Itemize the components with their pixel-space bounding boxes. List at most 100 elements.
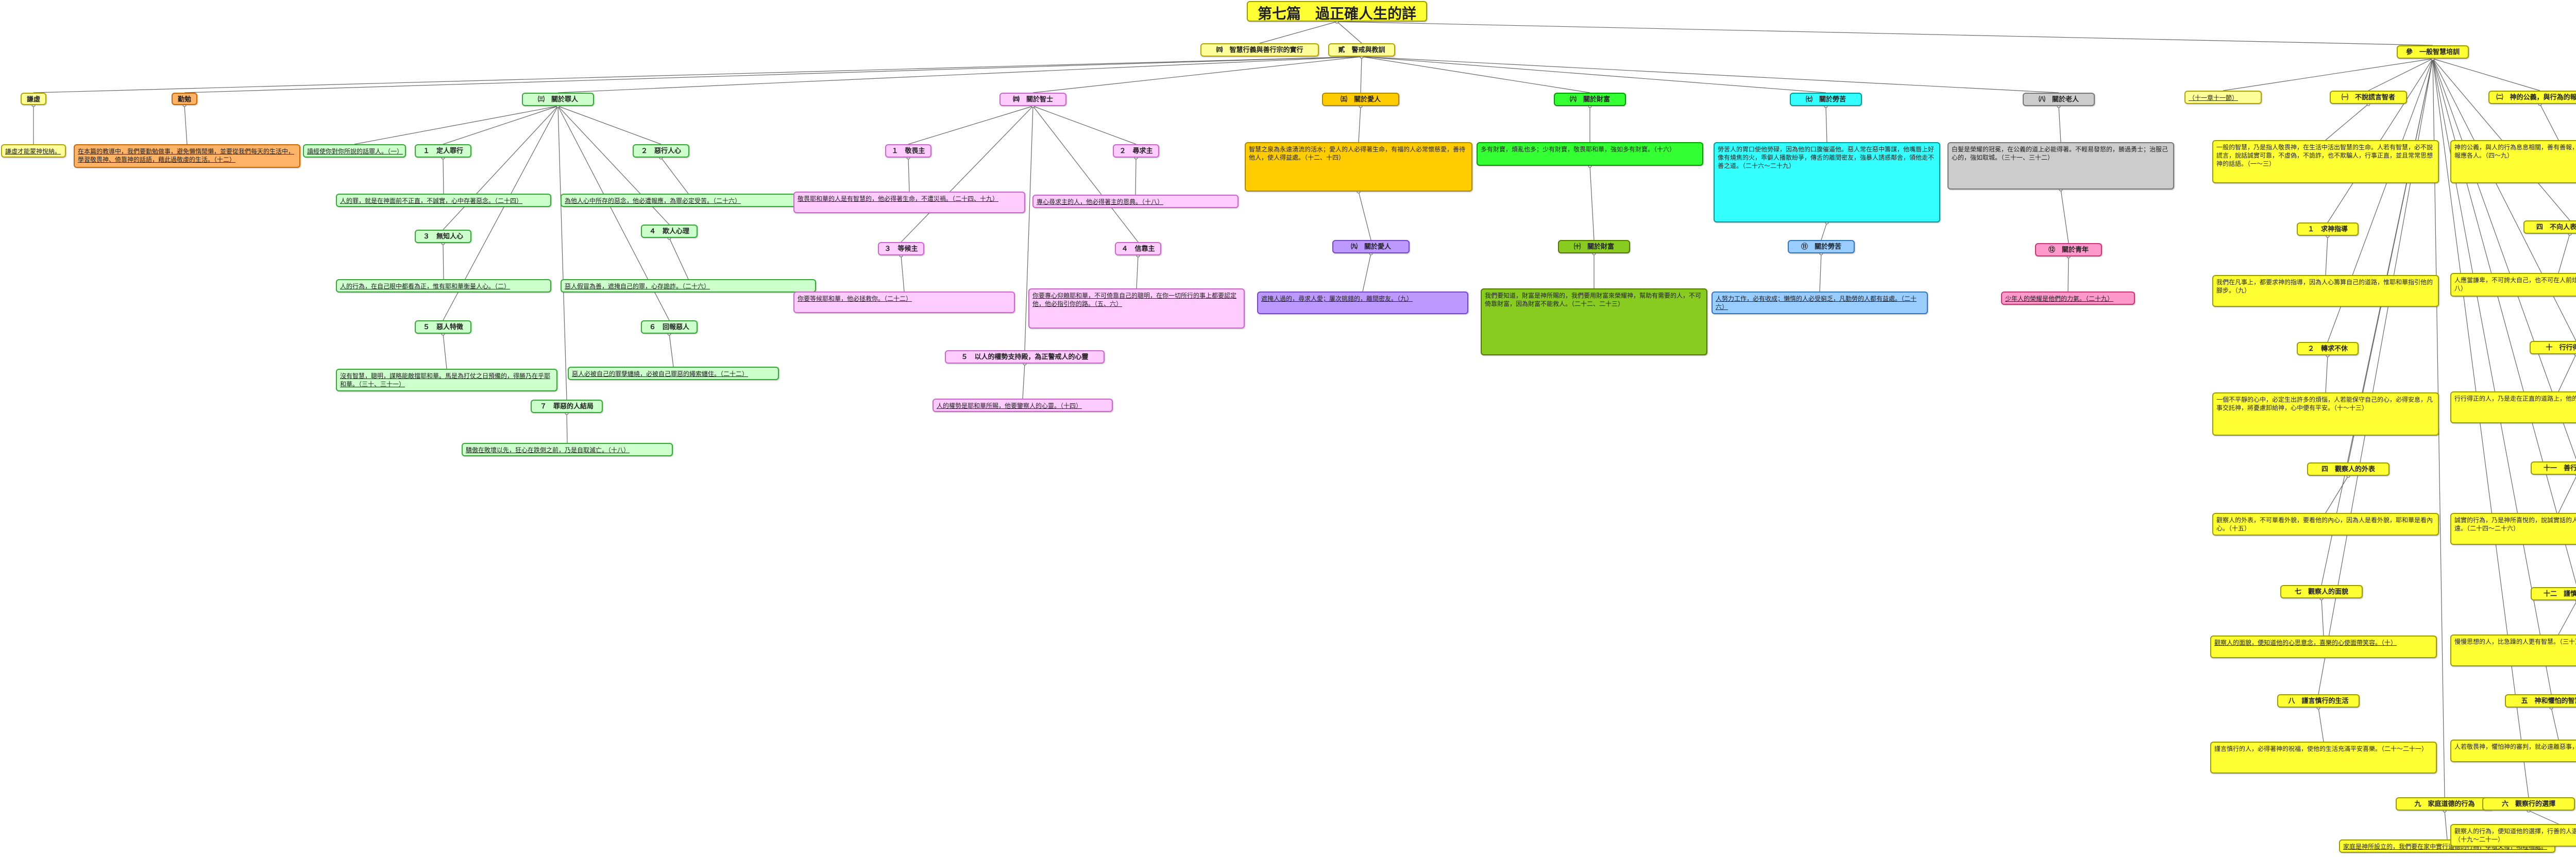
wise-1-head[interactable]: １ 敬畏主 — [885, 144, 931, 158]
section-wealth-10[interactable]: ㈩ 關於財富 — [1558, 240, 1630, 253]
connector-n_c4-n_c4_2 — [1032, 106, 1137, 145]
connector-r_b1-r_b1c — [2325, 235, 2328, 276]
section-wise[interactable]: ㈣ 關於智士 — [999, 93, 1066, 106]
connector-n_c4_4-n_c4_4c — [1136, 255, 1139, 289]
wise-4-text: 你要專心仰賴耶和華，不可倚靠自己的聰明，在你一切所行的事上都要認定他，他必指引你… — [1028, 288, 1245, 329]
right-b2-text: 人應當謙卑，不可誇大自己，也不可在人前炫耀，因為驕傲在敗壞以先。（十八） — [2450, 273, 2576, 297]
right-b3-head[interactable]: ２ 轉求不休 — [2297, 342, 2359, 355]
right-c1-text: 行行得正的人，乃是走在正直的道路上，他的腳步必不滑跌。（二十三） — [2450, 391, 2576, 423]
wise-5-text: 人的權勢是耶和華所賜，他要鑒察人的心靈。（十四） — [933, 399, 1113, 412]
connector-n_b5-n_c3 — [557, 56, 1362, 93]
connector-n_c3-n_c3_3 — [443, 106, 558, 230]
connector-n_c3_3-n_c3_3c — [443, 243, 444, 280]
right-b1-head[interactable]: １ 求神指導 — [2297, 222, 2359, 236]
sinners-6-head[interactable]: ６ 回報惡人 — [641, 320, 698, 334]
connector-title-n_b4 — [1259, 21, 1337, 44]
sinners-3-head[interactable]: ３ 無知人心 — [415, 230, 471, 243]
connector-r_c3-r_c3c — [2558, 602, 2576, 635]
humility-text: 謙虛才能蒙神悅納。（十一） — [1, 144, 66, 158]
right-b5-text: 觀察人的面貌，便知道他的心思意念，喜樂的心使面帶笑容。（十） — [2210, 636, 2437, 658]
right-c2-text: 誠實的行為，乃是神所喜悅的，說誠實話的人，必蒙神的賜福，存留到永遠。（二十四～二… — [2450, 513, 2576, 545]
section-wealth-6[interactable]: ㈥ 關於財富 — [1554, 93, 1626, 106]
right-a3-text: 神的公義，與人的行為息息相關，善有善報，惡有惡報，神必按各人所行的報應各人。（四… — [2450, 140, 2576, 183]
wise-1-text: 敬畏耶和華的人是有智慧的，他必得著生命，不遭災禍。（二十四、十九） — [793, 192, 1025, 213]
connector-title-n_b5 — [1336, 21, 1362, 44]
right-c1-head[interactable]: 十 行行得正的行為 — [2530, 341, 2576, 354]
right-b6-head[interactable]: 八 謹言慎行的生活 — [2277, 694, 2360, 708]
branch-four[interactable]: ㈣ 智慧行義與善行宗的實行 — [1200, 43, 1319, 57]
connector-r_b7-r_b7c — [2444, 810, 2448, 840]
connector-n_b6-r_a3 — [2432, 58, 2540, 91]
wise-3-text: 你要等候耶和華，他必拯救你。（二十二） — [793, 291, 1015, 313]
right-c5-head[interactable]: 六 觀察行的選擇 — [2482, 797, 2575, 811]
connector-n_c7a-n_c11 — [1821, 222, 1827, 241]
sinners-1-head[interactable]: １ 定人罪行 — [415, 144, 471, 158]
connector-n_c3_6-n_c3_6c — [669, 333, 674, 367]
right-c3-head[interactable]: 十二 謹慎思量的重要 — [2531, 587, 2576, 600]
right-b2-head[interactable]: 四 不向人表達誇大人 — [2523, 220, 2576, 234]
section-labor-7[interactable]: ㈦ 關於勞苦 — [1790, 93, 1862, 106]
section-love-9[interactable]: ㈨ 關於愛人 — [1332, 240, 1410, 253]
connector-n_c4-n_c4_4 — [1032, 106, 1139, 243]
right-b4-head[interactable]: 四 觀察人的外表 — [2307, 462, 2389, 476]
right-a2-head[interactable]: ㈠ 不說謊言智者 — [2330, 91, 2407, 104]
sinners-7-head[interactable]: ７ 罪惡的人結局 — [531, 400, 603, 413]
connector-n_b6-r_a2 — [2368, 58, 2433, 91]
right-c3-text: 慢慢思想的人，比急躁的人更有智慧。（三十） — [2450, 634, 2576, 666]
branch-general-wisdom[interactable]: 參 一般智慧培訓 — [2397, 45, 2469, 59]
section-sinners[interactable]: ㈢ 關於罪人 — [522, 93, 594, 106]
connector-n_c3-n_c3_2 — [557, 106, 662, 145]
wise-4-head[interactable]: ４ 信靠主 — [1115, 242, 1161, 255]
right-c2-head[interactable]: 十一 善行誠實的行為 — [2531, 461, 2576, 475]
right-b7-head[interactable]: 九 家庭道德的行為 — [2396, 797, 2494, 811]
connector-n_b6-r_c3 — [2432, 58, 2576, 585]
right-c4-head[interactable]: 五 神和懼怕的智慧 — [2505, 694, 2576, 708]
connector-n_c8a-n_c12 — [2060, 189, 2069, 244]
connector-n_b6-r_b2 — [2432, 58, 2570, 221]
sinners-2-head[interactable]: ２ 惡行人心 — [633, 144, 689, 158]
connector-n_b6-r_a1 — [2223, 58, 2433, 91]
love-5-text: 智慧之泉為永遠湧流的活水；愛人的人必得著生命，有福的人必常懷慈愛，善待他人，使人… — [1245, 142, 1472, 192]
branch-warning-teaching[interactable]: 貳 警戒與教訓 — [1328, 43, 1395, 57]
right-a3-head[interactable]: ㈡ 神的公義，與行為的報應 — [2488, 91, 2576, 104]
connector-n_c11-n_c11a — [1819, 253, 1822, 292]
section-elderly[interactable]: ㈧ 關於老人 — [2023, 93, 2095, 106]
connector-n_b5-n_l1 — [33, 56, 1362, 93]
connector-n_b5-n_c6 — [1361, 56, 1590, 93]
connector-r_c2-r_c2c — [2558, 476, 2576, 513]
connector-n_c4-n_c4_1 — [908, 106, 1033, 145]
connector-n_c5-n_c5a — [1358, 106, 1361, 143]
connector-n_b5-n_l2 — [184, 56, 1362, 93]
general-ref: （十一章十一節） — [2184, 91, 2262, 104]
sinners-2-text: 為他人心中所存的惡念，他必遭報應，為罪必定受苦。（二十六） — [561, 194, 816, 207]
connector-r_b2-r_b2c — [2558, 233, 2570, 273]
connector-n_b5-n_c7 — [1361, 56, 1826, 93]
wise-2-text: 專心尋求主的人，他必得著主的恩典。（十八） — [1032, 195, 1239, 208]
wise-5-head[interactable]: ５ 以人的權勢支持殿，為正警戒人的心靈 — [945, 350, 1105, 364]
section-love-5[interactable]: ㈤ 關於愛人 — [1322, 93, 1399, 106]
right-b5-head[interactable]: 七 觀察人的面貌 — [2280, 585, 2363, 598]
connector-n_b6-r_c5 — [2432, 58, 2529, 798]
connector-r_c1-r_c1c — [2558, 354, 2576, 392]
connector-r_b6-r_b6c — [2318, 707, 2324, 742]
connector-n_c3-n_c3_1 — [443, 106, 558, 145]
connector-n_c4_5-n_c4_5c — [1022, 363, 1025, 399]
diligence-node[interactable]: 勤勉 — [172, 93, 197, 105]
section-youth[interactable]: ⑫ 關於青年 — [2035, 243, 2102, 256]
connector-n_c5a-n_c9 — [1358, 191, 1371, 241]
right-a2-text: 一般的智慧，乃是指人敬畏神，在生活中活出智慧的生命。人若有智慧，必不說謊言，說話… — [2212, 140, 2439, 183]
sinners-5-head[interactable]: ５ 惡人特徵 — [415, 320, 471, 334]
connector-r_b5-r_b5c — [2321, 598, 2324, 636]
connector-r_a3-r_a3c — [2539, 104, 2559, 141]
sinners-4-head[interactable]: ４ 欺人心理 — [641, 225, 698, 238]
humility-node[interactable]: 謙虛 — [21, 93, 46, 105]
sinners-4-text: 惡人假冒為善，遮掩自己的罪，心存詭詐。（二十六） — [561, 279, 816, 293]
connector-n_c7-n_c7a — [1825, 106, 1827, 143]
section-labor-11[interactable]: ⑪ 關於勞苦 — [1788, 240, 1855, 253]
wise-3-head[interactable]: ３ 等候主 — [878, 242, 924, 255]
connector-n_c3_5-n_c3_5c — [443, 333, 447, 369]
connector-n_c4-n_c4_5 — [1024, 106, 1033, 351]
connector-r_c4-r_c4c — [2551, 707, 2559, 740]
wise-2-head[interactable]: ２ 尋求主 — [1113, 144, 1159, 158]
